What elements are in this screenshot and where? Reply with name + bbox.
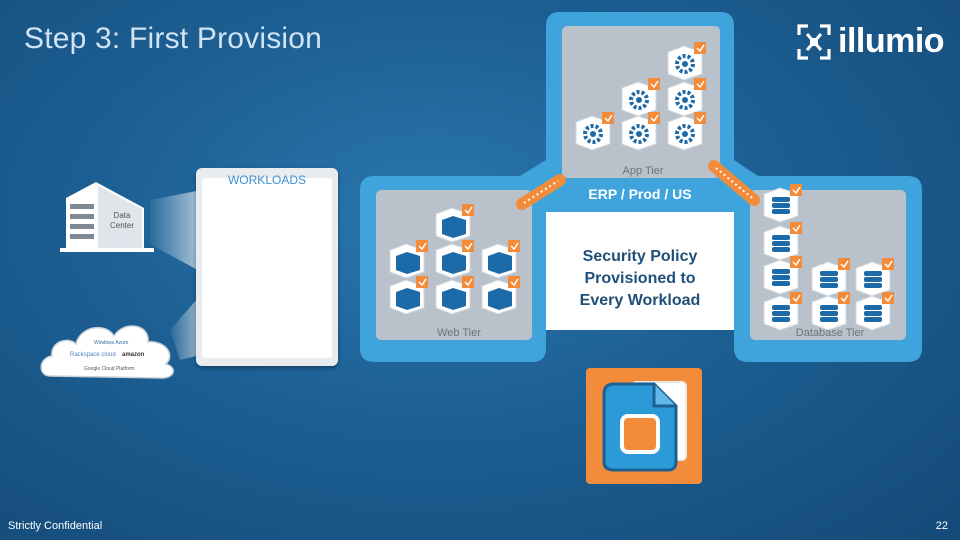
policy-area: [546, 212, 734, 330]
policy-line-3: Every Workload: [579, 292, 701, 309]
database-workload-icon: [763, 184, 802, 223]
workloads-panel: WORKLOADS: [196, 168, 338, 366]
connector-app-db: [708, 160, 760, 206]
slide-title: Step 3: First Provision: [24, 22, 323, 55]
database-workload-icon: [763, 292, 802, 331]
gear-workload-icon: [667, 42, 706, 81]
cloud-provider-rackspace: Rackspace cloud: [70, 352, 116, 358]
web-workload-icon: [481, 276, 520, 315]
database-workload-icon: [763, 256, 802, 295]
web-workload-icon: [389, 276, 428, 315]
policy-line-2: Provisioned to: [584, 270, 696, 287]
web-workload-icon: [481, 240, 520, 279]
group-label: ERP / Prod / US: [588, 186, 692, 202]
web-tier-label: Web Tier: [437, 327, 481, 339]
web-workload-icon: [435, 276, 474, 315]
gear-workload-icon: [621, 78, 660, 117]
workloads-list: [202, 178, 332, 358]
cloud-provider-google: Google Cloud Platform: [84, 366, 135, 372]
gear-workload-icon: [575, 112, 614, 151]
workloads-label: WORKLOADS: [227, 173, 306, 187]
app-tier-label: App Tier: [622, 165, 664, 177]
gear-workload-icon: [621, 112, 660, 151]
database-workload-icon: [855, 258, 894, 297]
cloud-provider-aws: amazon: [122, 352, 145, 358]
database-workload-icon: [855, 292, 894, 331]
database-workload-icon: [763, 222, 802, 261]
datacenter-label: Data Center: [109, 211, 134, 230]
web-workload-icon: [435, 240, 474, 279]
illumio-logo: illumio: [796, 22, 945, 61]
web-workload-icon: [389, 240, 428, 279]
logo-text: illumio: [838, 22, 945, 60]
web-workload-icon: [435, 204, 474, 243]
erp-bar: [560, 178, 720, 204]
building-icon: [60, 182, 154, 252]
connector-web-app: [516, 174, 566, 210]
cloud-provider-azure: Windows Azure: [94, 340, 129, 346]
policy-line-1: Security Policy: [582, 248, 698, 265]
database-tier-label: Database Tier: [795, 327, 865, 339]
policy-document-icon: [586, 368, 702, 484]
page-number: 22: [935, 520, 948, 532]
policy-text: Security Policy Provisioned to Every Wor…: [556, 246, 724, 312]
database-workload-icon: [811, 292, 850, 331]
cloud-icon: Windows Azure Rackspace cloud amazon Goo…: [40, 325, 174, 379]
gear-workload-icon: [667, 78, 706, 117]
gear-workload-icon: [667, 112, 706, 151]
footer-confidential: Strictly Confidential: [8, 520, 103, 532]
illumio-logo-icon: [797, 23, 831, 60]
database-workload-icon: [811, 258, 850, 297]
